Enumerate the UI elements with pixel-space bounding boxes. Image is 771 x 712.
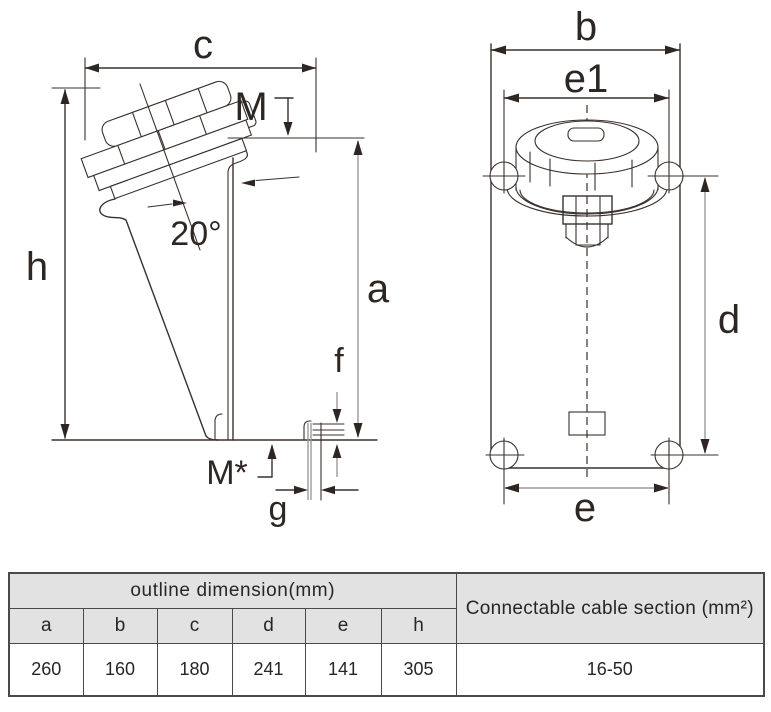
dimension-e: e (504, 483, 669, 530)
value-e: 141 (304, 643, 382, 697)
dim-label-a: a (367, 267, 390, 311)
dimension-c: c (84, 23, 317, 153)
col-header-h: h (380, 608, 457, 644)
angle-label: 20° (170, 215, 221, 253)
value-d: 241 (231, 643, 306, 697)
cap (506, 119, 668, 217)
value-c: 180 (156, 643, 233, 697)
cable-section-header: Connectable cable section (mm²) (455, 572, 765, 644)
col-header-d: d (231, 608, 306, 644)
cable-value: 16-50 (455, 643, 765, 697)
dim-label-d: d (718, 298, 740, 342)
angle-callout: 20° (147, 199, 222, 253)
clamp-stem (562, 195, 613, 248)
dim-label-f: f (334, 342, 344, 380)
col-header-c: c (156, 608, 233, 644)
front-view: b e1 d e (482, 5, 740, 530)
head-to-body-curve (227, 150, 248, 174)
dimension-a: a (353, 140, 390, 438)
dim-label-e1: e1 (564, 57, 609, 101)
spec-table: outline dimension(mm) Connectable cable … (8, 572, 766, 697)
body-bottom-lip (214, 413, 223, 441)
value-b: 160 (82, 643, 158, 697)
wall-thickness-arrow (241, 176, 300, 187)
column-header-row: a b c d e h (8, 608, 764, 644)
square-knockout (568, 411, 606, 436)
dim-label-b: b (575, 5, 597, 49)
dim-label-m: M (234, 85, 267, 129)
col-header-b: b (82, 608, 158, 644)
dimension-h: h (26, 87, 101, 439)
dimension-d: d (700, 177, 740, 454)
outline-dimension-header: outline dimension(mm) (8, 572, 457, 609)
tilted-head (80, 80, 257, 200)
technical-drawing: c M h a (26, 5, 740, 530)
body-left-edge (99, 198, 219, 441)
dimension-g: g (269, 485, 359, 528)
dimension-m: M (234, 85, 294, 136)
head-axis-line (139, 83, 201, 251)
dim-label-e: e (574, 486, 596, 530)
value-a: 260 (8, 643, 84, 697)
col-header-e: e (304, 608, 382, 644)
dimension-m-star: M* (206, 444, 277, 492)
dimension-f: f (332, 342, 344, 477)
col-header-a: a (8, 608, 84, 644)
dimension-b: b (490, 5, 681, 55)
bottom-holes (485, 437, 719, 505)
dimension-e1: e1 (503, 57, 670, 103)
dim-label-c: c (193, 23, 213, 67)
front-body-outline (490, 43, 681, 469)
value-row: 260 160 180 241 141 305 16-50 (8, 643, 765, 697)
ear-holes (482, 89, 719, 194)
side-view: c M h a (26, 23, 390, 528)
dim-label-m-star: M* (206, 454, 248, 492)
dim-label-h: h (26, 245, 48, 289)
foot-detail (303, 420, 345, 501)
dim-label-g: g (269, 490, 288, 528)
value-h: 305 (380, 643, 457, 697)
